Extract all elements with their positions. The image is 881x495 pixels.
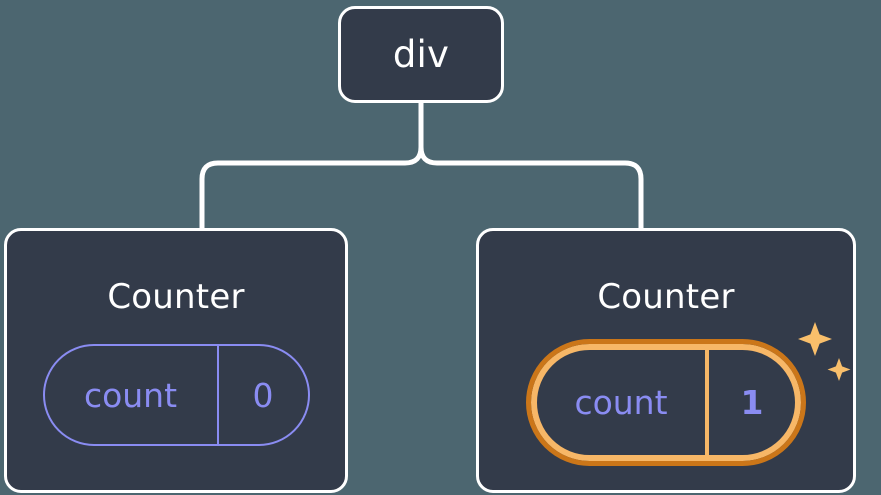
- state-value-left: 0: [216, 346, 308, 444]
- node-counter-right-title: Counter: [597, 277, 735, 317]
- state-pill-right-highlighted[interactable]: count 1: [526, 339, 806, 466]
- state-pill-wrap-right: count 1: [526, 322, 851, 466]
- sparkle-icon: [827, 358, 851, 381]
- state-pill-left[interactable]: count 0: [42, 344, 310, 446]
- state-key-right: count: [574, 383, 668, 422]
- sparkle-icon: [798, 322, 832, 356]
- node-counter-right[interactable]: Counter count 1: [476, 228, 856, 493]
- state-value-right: 1: [705, 350, 795, 455]
- node-div-label: div: [392, 33, 450, 76]
- node-counter-left-title: Counter: [107, 277, 245, 317]
- state-key-left: count: [83, 375, 178, 415]
- node-div[interactable]: div: [338, 6, 504, 103]
- sparkle-group: [798, 322, 851, 381]
- state-pill-wrap-left: count 0: [42, 344, 310, 446]
- node-counter-left[interactable]: Counter count 0: [4, 228, 348, 493]
